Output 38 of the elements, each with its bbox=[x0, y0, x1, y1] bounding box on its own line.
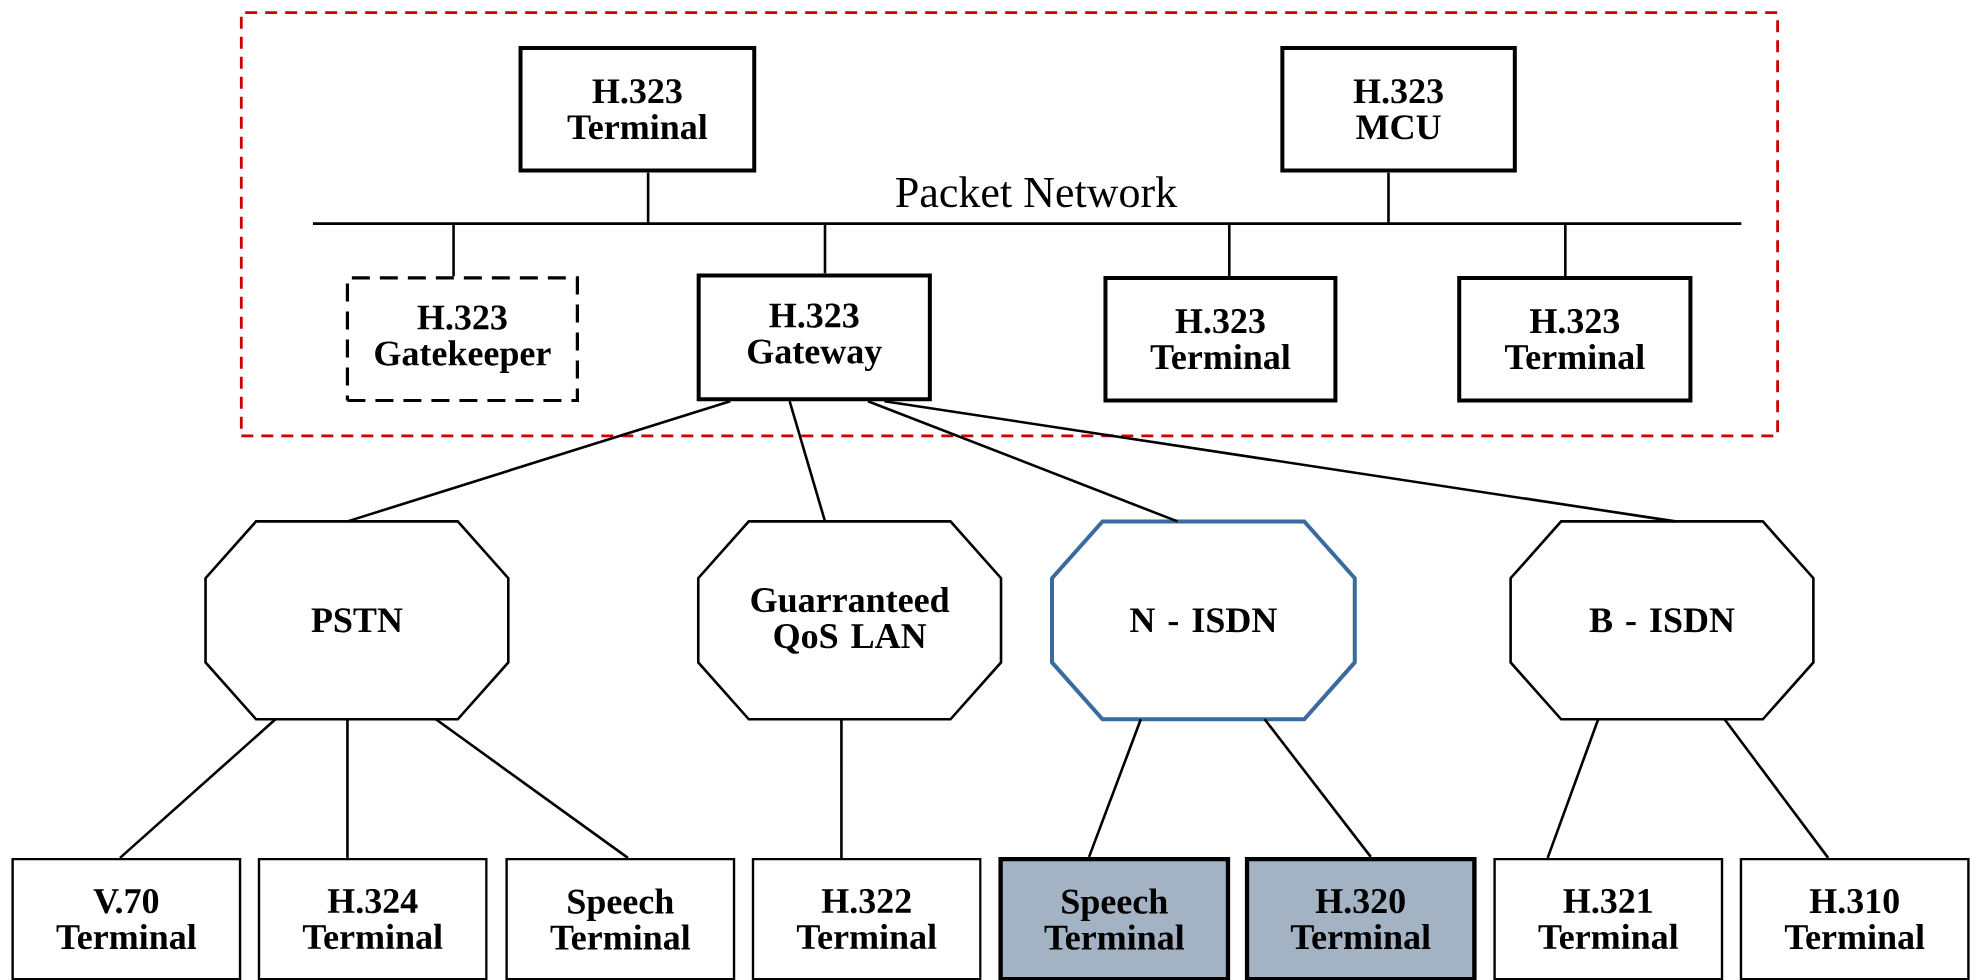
labeled-box: H.310 Terminal bbox=[1739, 857, 1970, 980]
octagon: Guarranteed QoS LAN bbox=[696, 519, 1003, 721]
labeled-box: V.70 Terminal bbox=[11, 857, 242, 980]
octagon: PSTN bbox=[204, 519, 510, 721]
connector-line bbox=[788, 400, 827, 522]
connector-line bbox=[867, 399, 1178, 523]
connector-line bbox=[1263, 718, 1372, 858]
connector-line bbox=[1564, 223, 1567, 276]
labeled-box: H.323 Gateway bbox=[696, 273, 932, 402]
labeled-box: Speech Terminal bbox=[998, 856, 1231, 980]
labeled-box: H.321 Terminal bbox=[1493, 857, 1724, 980]
connector-line bbox=[435, 718, 629, 859]
connector-line bbox=[452, 223, 455, 277]
labeled-box: H.323 Terminal bbox=[1457, 275, 1693, 403]
labeled-box: H.324 Terminal bbox=[257, 857, 488, 980]
connector-line bbox=[840, 719, 843, 858]
labeled-box: H.323 MCU bbox=[1280, 45, 1517, 173]
labeled-box: H.323 Terminal bbox=[1103, 275, 1338, 403]
connector-line bbox=[119, 718, 277, 859]
connector-line bbox=[1723, 718, 1830, 859]
connector-line bbox=[1546, 718, 1600, 859]
labeled-box: H.323 Gatekeeper bbox=[345, 276, 579, 402]
labeled-box: Speech Terminal bbox=[505, 857, 736, 980]
connector-line bbox=[1087, 718, 1143, 858]
labeled-box: H.322 Terminal bbox=[751, 857, 982, 980]
labeled-box: H.323 Terminal bbox=[518, 45, 757, 173]
connector-line bbox=[1387, 172, 1390, 224]
connector-line bbox=[823, 223, 827, 274]
labeled-box: H.320 Terminal bbox=[1244, 856, 1477, 980]
network-boundary bbox=[239, 11, 1779, 438]
connector-line bbox=[346, 719, 349, 858]
octagon: N - ISDN bbox=[1050, 519, 1357, 722]
connector-line bbox=[646, 172, 650, 224]
connector-line bbox=[347, 399, 731, 523]
octagon: B - ISDN bbox=[1509, 519, 1815, 721]
connector-line bbox=[884, 399, 1676, 523]
connector-line bbox=[1228, 223, 1231, 276]
network-label: Packet Network bbox=[896, 176, 1178, 208]
